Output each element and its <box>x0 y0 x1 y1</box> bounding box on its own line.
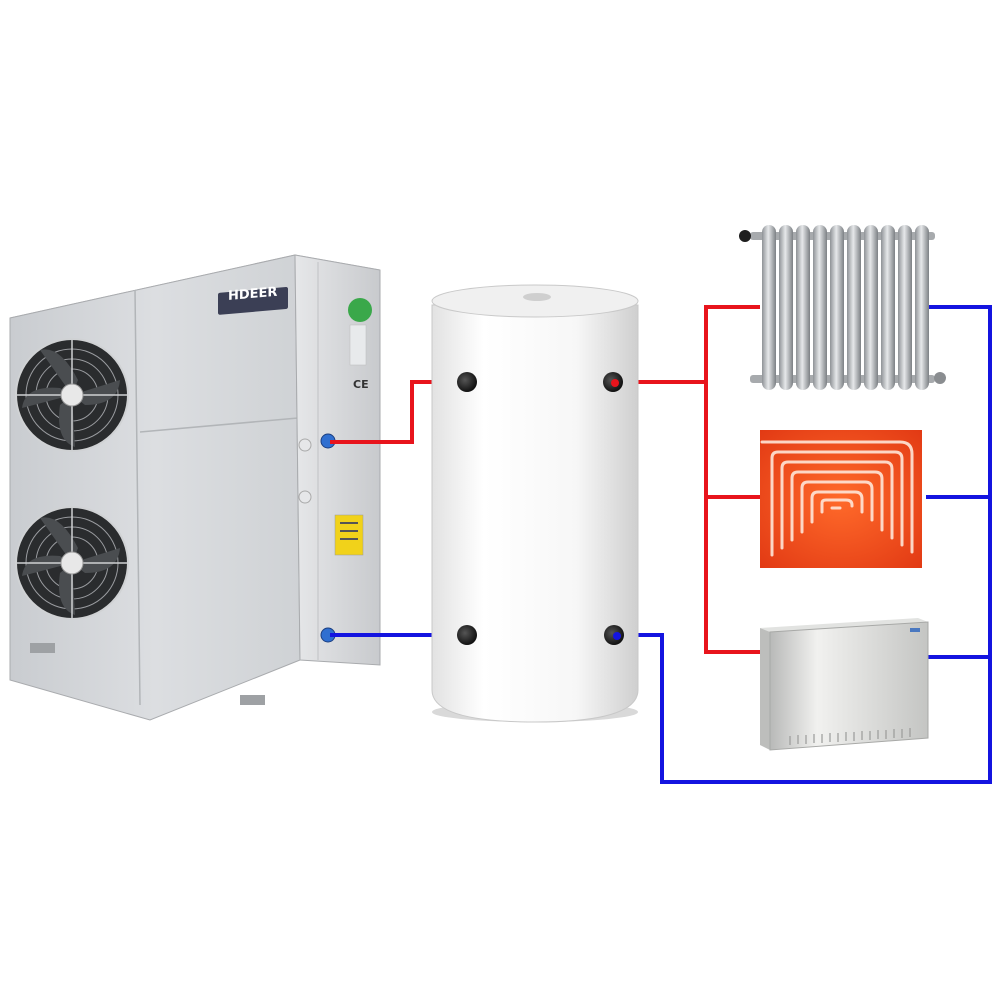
heat-pump-unit: HDEER CE <box>9 254 381 721</box>
unit-foot <box>30 643 55 653</box>
supply-manifold <box>704 305 760 654</box>
radiator-valve-icon <box>934 372 946 384</box>
side-grommet <box>298 438 312 452</box>
buffer-tank <box>431 284 639 723</box>
fan-coil-unit-icon <box>760 618 929 751</box>
warning-label <box>334 514 364 556</box>
spec-label <box>349 324 367 366</box>
energy-badge-icon <box>348 298 372 322</box>
radiator-valve-icon <box>739 230 751 242</box>
tank-port-lower-left <box>457 625 477 645</box>
unit-foot <box>240 695 265 705</box>
tank-port-upper-left <box>457 372 477 392</box>
return-pipe-from-emitters <box>620 305 992 784</box>
upper-fan-icon <box>15 338 129 452</box>
return-pipes <box>330 305 992 784</box>
brand-logo-text: HDEER <box>228 285 277 304</box>
side-grommet <box>298 490 312 504</box>
tank-top-port <box>523 293 551 301</box>
underfloor-heating-icon <box>760 430 922 568</box>
brand-plate: HDEER <box>218 285 288 315</box>
ce-mark: CE <box>353 378 369 391</box>
lower-fan-icon <box>15 506 129 620</box>
fancoil-badge <box>910 628 920 632</box>
radiator-icon <box>739 225 946 390</box>
